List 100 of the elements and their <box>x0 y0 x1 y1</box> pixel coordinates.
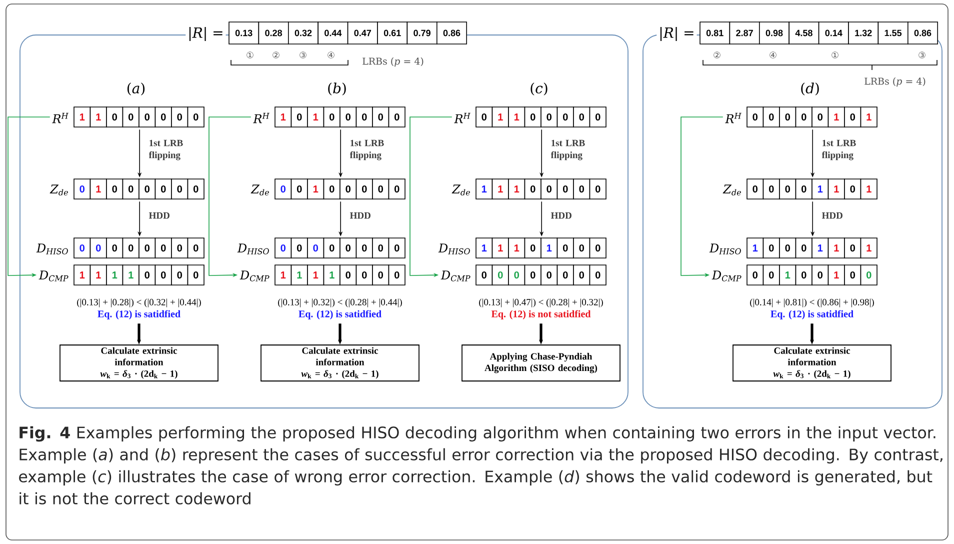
value-cell: 0 <box>795 106 812 128</box>
value-cell: 0 <box>171 106 188 128</box>
value-cell: 0.86 <box>908 22 938 44</box>
value-cell: 0 <box>492 264 509 286</box>
value-cell: 1 <box>90 178 107 200</box>
value-cell: 0 <box>372 106 390 128</box>
value-cell: 0 <box>372 178 390 200</box>
value-cell: 1 <box>828 238 845 258</box>
value-cell: 1 <box>307 178 324 200</box>
value-cell: 0 <box>746 178 764 200</box>
vector-label: R$^{H}$ <box>253 112 270 124</box>
caption: Fig. 4 Examples performing the proposed HISO decoding algorithm when containing two errors in the input vector. Example (a) and (b) represent the cases of successful error correction via the proposed HISO decoding. By contrast, example (c) illustrates the case of wrong error correction. Example (d) shows the valid codeword is generated, but it is not the correct codeword <box>19 426 942 504</box>
value-cell: 0 <box>540 264 558 286</box>
value-cell: 0 <box>323 178 340 200</box>
value-cell: 0 <box>589 106 606 128</box>
value-cell: 0 <box>340 238 357 258</box>
value-cell: 0.47 <box>347 22 378 44</box>
value-cell: 0 <box>187 106 204 128</box>
value-cell: 1 <box>746 238 764 258</box>
vector-label: D$_{HISO}$ <box>709 244 741 254</box>
vector-label: D$_{CMP}$ <box>240 270 270 282</box>
value-cell: 0 <box>589 264 606 286</box>
vector-label: |R| = <box>186 25 226 43</box>
process-box: Calculate extrinsic information w$_{k}$ = δ$_{3}$ · (2d$_{k}$ − 1) <box>732 344 892 382</box>
value-cell: 1 <box>122 264 140 286</box>
value-cell: 0 <box>746 264 764 286</box>
value-cell: 0 <box>779 238 796 258</box>
value-cell: 1 <box>508 178 526 200</box>
value-cell: 0 <box>795 238 812 258</box>
value-cell: 0 <box>844 106 862 128</box>
value-cell: 1 <box>274 106 292 128</box>
edge-label: 1st LRB flipping <box>822 140 856 160</box>
value-cell: 1 <box>492 238 509 258</box>
value-cell: 4.58 <box>788 22 820 44</box>
value-cell: 0 <box>187 238 204 258</box>
vector-label: Z$_{de}$ <box>250 184 269 196</box>
condition-text: (|0.13| + |0.47|) < (|0.28| + |0.32|) Eq. (12) is not satidfied <box>479 298 603 320</box>
value-cell: 0.79 <box>406 22 438 44</box>
example-heading: (d) <box>801 82 819 96</box>
vector-label: D$_{CMP}$ <box>38 270 68 282</box>
condition-text: (|0.13| + |0.28|) < (|0.32| + |0.44|) Eq. (12) is satidfied <box>77 298 201 320</box>
value-cell: 0 <box>524 238 542 258</box>
value-cell: 0 <box>154 238 172 258</box>
process-box: Applying Chase-Pyndiah Algorithm (SISO decoding) <box>462 344 620 382</box>
value-cell: 0 <box>356 178 373 200</box>
edge-label: HDD <box>148 212 170 219</box>
value-cell: 0 <box>779 106 796 128</box>
value-cell: 1 <box>307 264 324 286</box>
value-cell: 0 <box>388 178 406 200</box>
value-cell: 1 <box>476 178 493 200</box>
value-cell: 0 <box>540 178 558 200</box>
bracket-label: LRBs (p = 4) <box>362 57 424 67</box>
value-cell: 0 <box>74 238 91 258</box>
value-cell: 0.44 <box>318 22 348 44</box>
value-cell: 0 <box>154 106 172 128</box>
value-cell: 0.81 <box>700 22 730 44</box>
vector-label: R$^{H}$ <box>52 112 68 124</box>
value-cell: 1 <box>860 106 878 128</box>
value-cell: 0 <box>372 264 390 286</box>
value-cell: 0 <box>540 106 558 128</box>
value-cell: 0 <box>589 238 606 258</box>
value-cell: 0 <box>106 238 124 258</box>
value-cell: 1 <box>508 238 526 258</box>
value-cell: 1 <box>323 264 340 286</box>
vector-label: D$_{HISO}$ <box>237 244 269 254</box>
value-cell: 0 <box>274 238 292 258</box>
value-cell: 1 <box>74 264 91 286</box>
value-cell: 1 <box>812 178 829 200</box>
value-cell: 0 <box>524 264 542 286</box>
value-cell: 0 <box>356 238 373 258</box>
value-cell: 0 <box>812 106 829 128</box>
value-cell: 0 <box>122 178 140 200</box>
value-cell: 1 <box>508 106 526 128</box>
process-box: Calculate extrinsic information w$_{k}$ = δ$_{3}$ · (2d$_{k}$ − 1) <box>60 344 218 382</box>
value-cell: 1 <box>290 264 308 286</box>
process-box: Calculate extrinsic information w$_{k}$ = δ$_{3}$ · (2d$_{k}$ − 1) <box>260 344 420 382</box>
edge-label: HDD <box>822 212 842 219</box>
value-cell: 0 <box>524 106 542 128</box>
example-heading: (b) <box>328 82 346 96</box>
condition-text: (|0.13| + |0.32|) < (|0.28| + |0.44|) Eq. (12) is satidfied <box>278 298 402 320</box>
value-cell: 0 <box>171 264 188 286</box>
value-cell: 0 <box>573 106 590 128</box>
value-cell: 0.28 <box>258 22 289 44</box>
value-cell: 0 <box>844 264 862 286</box>
value-cell: 0 <box>171 238 188 258</box>
value-cell: 0 <box>746 106 764 128</box>
value-cell: 0.61 <box>377 22 408 44</box>
value-cell: 0 <box>340 106 357 128</box>
value-cell: 1 <box>90 264 107 286</box>
value-cell: 0 <box>573 178 590 200</box>
value-cell: 0.13 <box>228 22 260 44</box>
value-cell: 1 <box>540 238 558 258</box>
vector-label: Z$_{de}$ <box>722 184 741 196</box>
value-cell: 0 <box>274 178 292 200</box>
value-cell: 0 <box>340 264 357 286</box>
value-cell: 1 <box>476 238 493 258</box>
value-cell: 0 <box>154 264 172 286</box>
value-cell: 0 <box>779 178 796 200</box>
value-cell: 0 <box>795 178 812 200</box>
value-cell: 1 <box>828 106 845 128</box>
